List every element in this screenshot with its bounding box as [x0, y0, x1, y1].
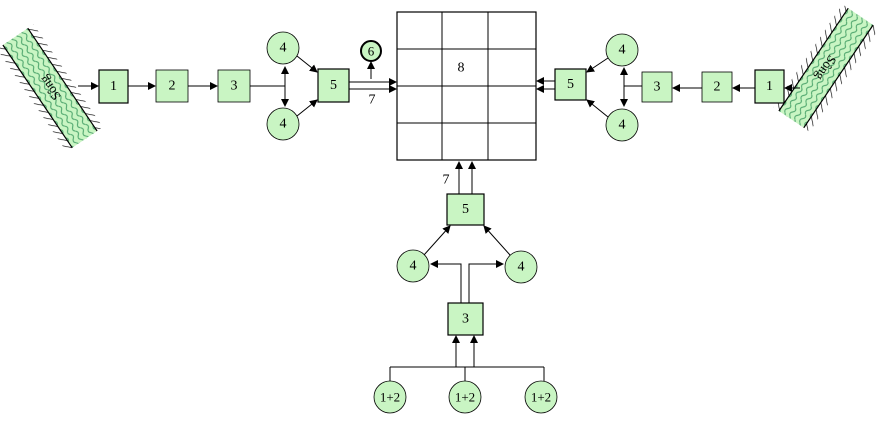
svg-text:3: 3	[231, 79, 238, 94]
svg-text:5: 5	[567, 77, 574, 92]
bottom-box-3: 3	[447, 302, 484, 336]
right-chain: 1 2 3 4 4 5	[536, 33, 800, 142]
left-circle-4-bottom: 4	[266, 107, 300, 141]
left-box-3: 3	[217, 69, 251, 103]
left-chain: 1 2 3 4 4 5	[78, 31, 397, 141]
left-circle-4-top: 4	[266, 31, 300, 65]
svg-text:1+2: 1+2	[380, 390, 400, 405]
svg-text:4: 4	[518, 260, 525, 275]
svg-text:4: 4	[619, 43, 626, 58]
right-box-3: 3	[641, 71, 673, 103]
bottom-edge-7-label: 7	[443, 173, 450, 188]
svg-text:5: 5	[330, 78, 337, 93]
svg-text:4: 4	[410, 259, 417, 274]
bottom-circle-1-2-b: 1+2	[448, 380, 482, 414]
bottom-chain: 7 5 4 4 3 1+2	[373, 161, 558, 414]
left-circle-6: 6	[360, 40, 382, 62]
right-circle-4-top: 4	[605, 33, 639, 67]
left-edge-7-label: 7	[369, 93, 376, 108]
left-box-1: 1	[98, 69, 129, 104]
svg-text:4: 4	[280, 117, 287, 132]
svg-text:6: 6	[368, 44, 375, 59]
right-river: Sông	[773, 4, 877, 132]
bottom-circle-1-2-c: 1+2	[524, 380, 558, 414]
svg-text:5: 5	[462, 202, 469, 217]
grid-block: 8	[396, 11, 537, 161]
right-box-2: 2	[701, 71, 733, 103]
svg-text:1: 1	[110, 79, 117, 94]
grid-label: 8	[458, 61, 465, 76]
svg-text:2: 2	[714, 80, 721, 95]
bottom-circle-4-right: 4	[504, 250, 538, 284]
bottom-box-5: 5	[446, 193, 485, 226]
bottom-circle-4-left: 4	[396, 249, 430, 283]
bottom-circle-1-2-a: 1+2	[373, 380, 407, 414]
right-circle-4-bottom: 4	[605, 108, 639, 142]
right-box-1: 1	[754, 69, 785, 104]
left-box-5: 5	[317, 68, 350, 103]
svg-text:1+2: 1+2	[455, 390, 475, 405]
svg-text:1+2: 1+2	[531, 390, 551, 405]
svg-text:1: 1	[766, 79, 773, 94]
svg-text:3: 3	[654, 80, 661, 95]
svg-text:4: 4	[280, 41, 287, 56]
svg-text:3: 3	[462, 312, 469, 327]
right-box-5: 5	[554, 68, 587, 101]
left-river: Sông	[0, 24, 103, 152]
left-box-2: 2	[155, 69, 189, 103]
svg-text:4: 4	[619, 118, 626, 133]
svg-text:2: 2	[169, 79, 176, 94]
